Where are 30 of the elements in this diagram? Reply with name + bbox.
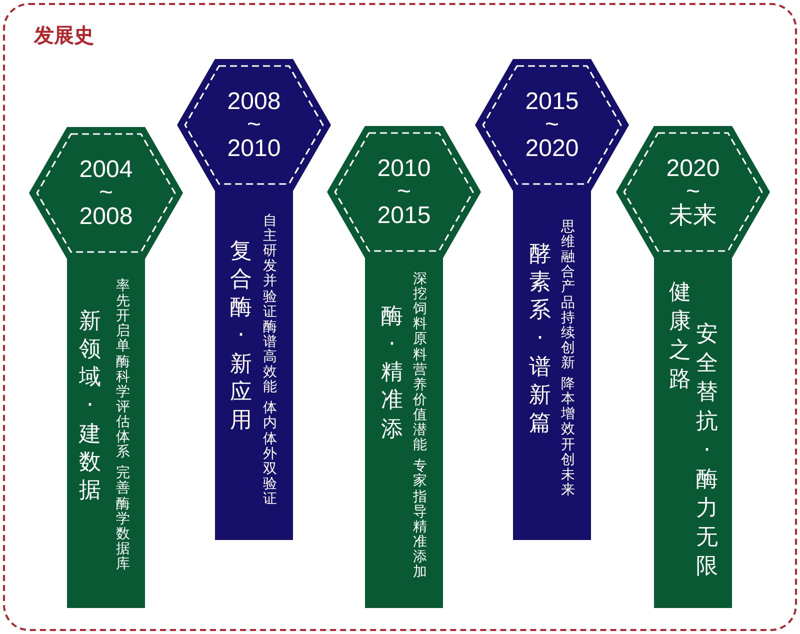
vertical-banner — [365, 258, 443, 608]
banner-title: 酶·精准添 — [381, 303, 403, 444]
banner-title: 酵素系·谱新篇 — [529, 241, 551, 438]
hexagon-badge — [29, 127, 183, 259]
year-range: 2010 ~ 2015 — [377, 157, 431, 227]
banner-title: 新领域·建数据 — [79, 308, 101, 505]
hexagon-badge — [616, 126, 770, 258]
year-range: 2020 ~ 未来 — [666, 157, 720, 227]
banner-description: 专家指导精准添加 — [413, 459, 427, 580]
banner-description: 思维融合产品持续创新 — [561, 220, 575, 372]
hexagon-badge — [475, 59, 629, 191]
banner-description: 完善酶学数据库 — [116, 466, 130, 572]
hexagon-badge — [177, 59, 331, 191]
banner-description: 体内体外双验证 — [263, 401, 277, 508]
hexagon-badge — [327, 126, 481, 258]
vertical-banner — [513, 191, 591, 540]
banner-title: 复合酶·新应用 — [230, 238, 252, 435]
vertical-banner — [67, 259, 145, 608]
banner-description: 率先开启单酶科学评估体系 — [116, 279, 130, 460]
vertical-banner — [654, 258, 732, 608]
year-range: 2008 ~ 2010 — [227, 90, 281, 160]
banner-description: 自主研发并验证酶谱高效能 — [263, 214, 277, 396]
year-range: 2015 ~ 2020 — [525, 90, 579, 160]
banner-description: 降本增效开创未来 — [561, 377, 575, 498]
banner-description: 深挖饲料原料营养价值潜能 — [413, 272, 427, 454]
banner-slogan: 健康之路 — [669, 279, 691, 394]
banner-slogan: 安全替抗·酶力无限 — [696, 321, 718, 582]
diagram-title: 发展史 — [34, 24, 94, 46]
vertical-banner — [215, 191, 293, 540]
year-range: 2004 ~ 2008 — [79, 158, 133, 228]
